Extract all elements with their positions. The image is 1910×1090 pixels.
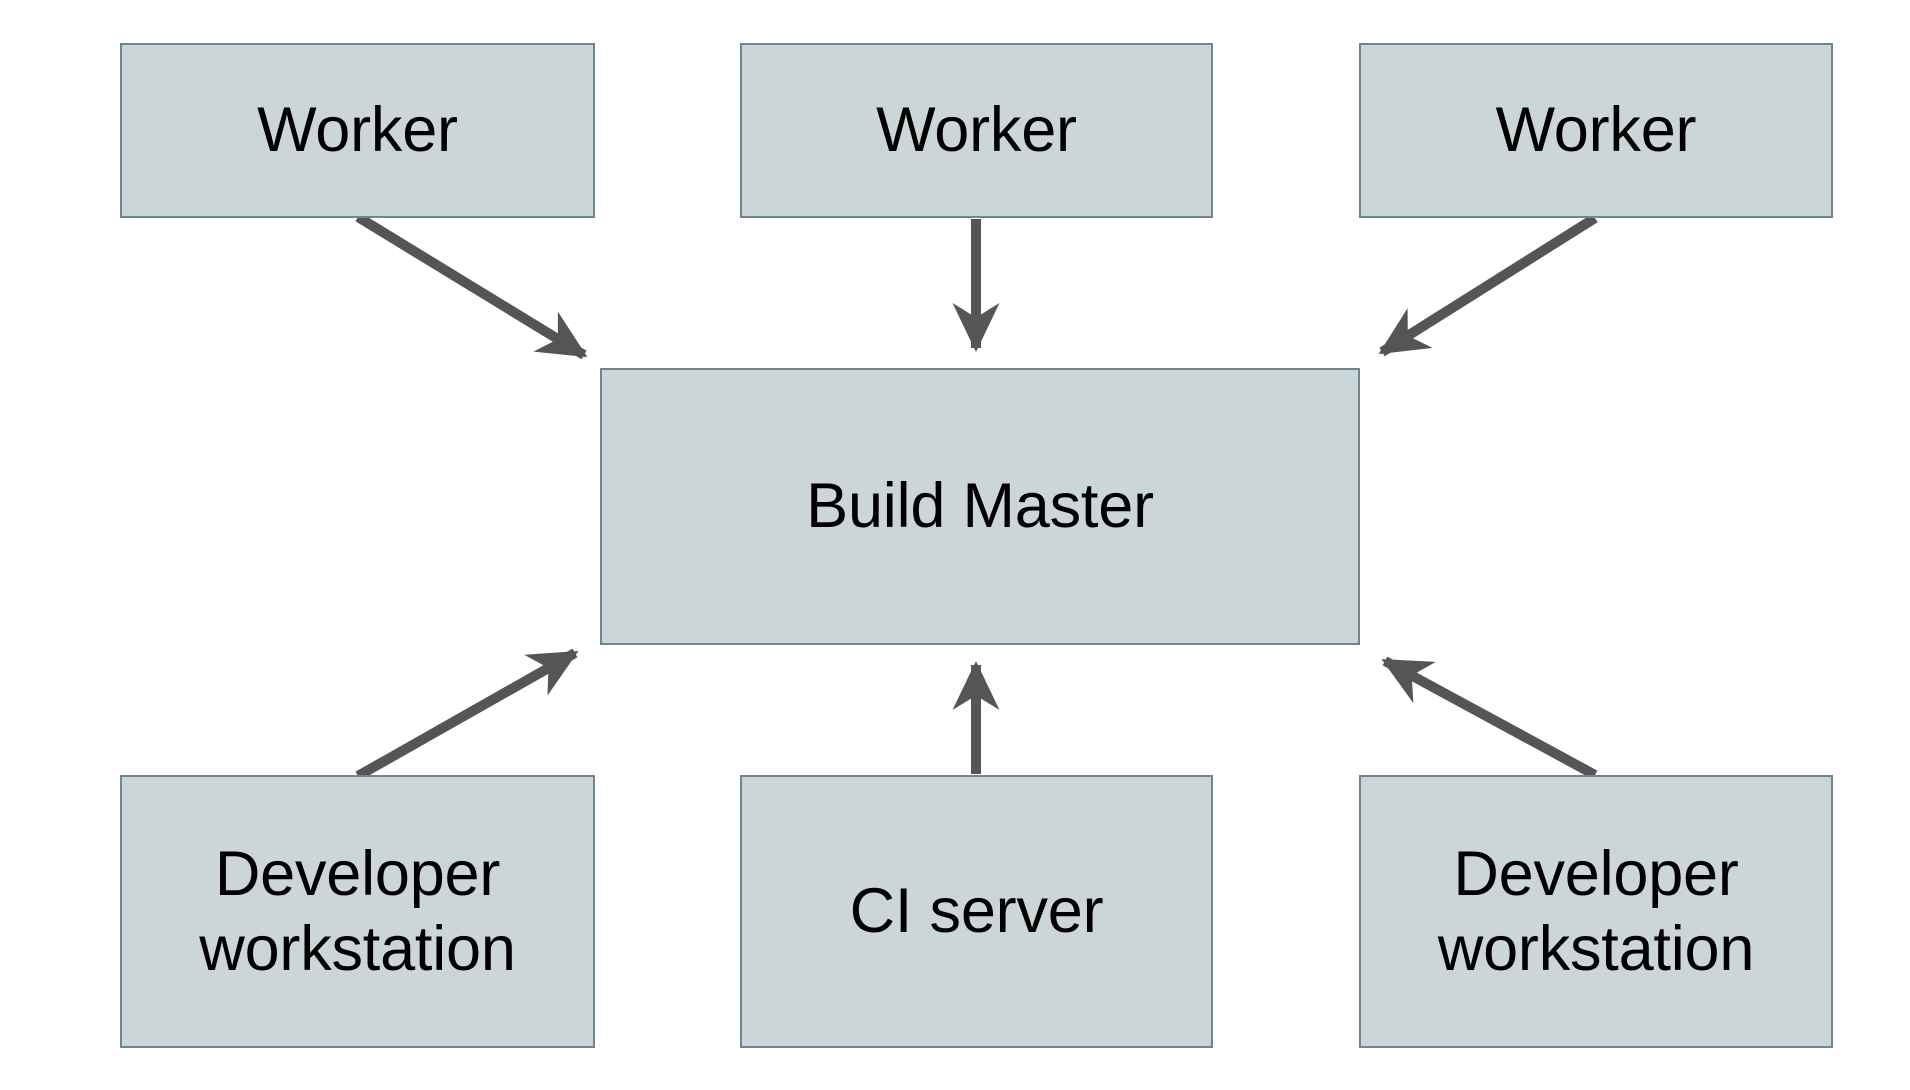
- edge-worker-1-to-build-master: [355, 212, 588, 360]
- node-ci-server-label: CI server: [849, 876, 1104, 947]
- node-worker-2[interactable]: Worker: [740, 43, 1213, 218]
- edge-dev-workstation-right-to-build-master: [1381, 656, 1598, 780]
- node-build-master-label: Build Master: [806, 471, 1154, 542]
- node-developer-workstation-left-label: Developer workstation: [199, 839, 516, 984]
- node-worker-3-label: Worker: [1495, 95, 1697, 166]
- node-build-master[interactable]: Build Master: [600, 368, 1360, 645]
- edge-dev-workstation-left-to-build-master: [355, 648, 579, 781]
- node-developer-workstation-left[interactable]: Developer workstation: [120, 775, 595, 1048]
- edge-worker-3-to-build-master: [1378, 213, 1598, 357]
- node-developer-workstation-right[interactable]: Developer workstation: [1359, 775, 1833, 1048]
- node-ci-server[interactable]: CI server: [740, 775, 1213, 1048]
- node-worker-1[interactable]: Worker: [120, 43, 595, 218]
- node-worker-1-label: Worker: [257, 95, 458, 166]
- node-worker-3[interactable]: Worker: [1359, 43, 1833, 218]
- node-worker-2-label: Worker: [876, 95, 1077, 166]
- node-developer-workstation-right-label: Developer workstation: [1437, 839, 1755, 984]
